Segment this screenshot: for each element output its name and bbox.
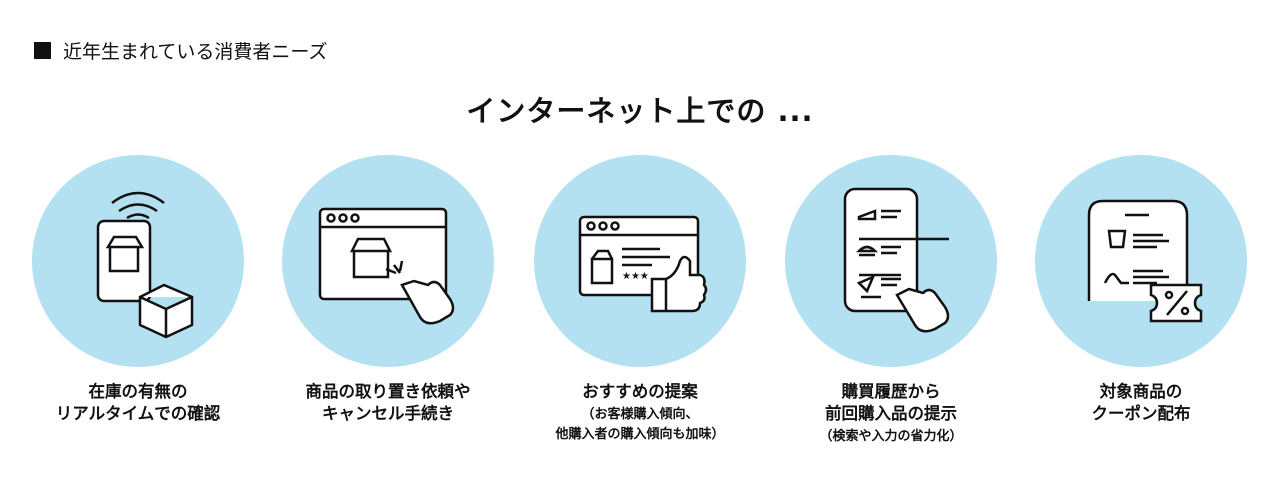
item-sublabel: （検索や入力の省力化） <box>819 429 963 444</box>
svg-text:★★★: ★★★ <box>622 271 649 282</box>
need-item-coupon: 対象商品の クーポン配布 <box>1016 155 1266 425</box>
need-item-purchase-history: 購買履歴から 前回購入品の提示 （検索や入力の省力化） <box>766 155 1016 447</box>
item-label: 商品の取り置き依頼や キャンセル手続き <box>305 382 471 423</box>
item-label: おすすめの提案 <box>582 382 698 401</box>
square-bullet-icon <box>34 42 51 59</box>
item-sublabel: （お客様購入傾向、 他購入者の購入傾向も加味） <box>555 407 725 442</box>
section-heading-text: 近年生まれている消費者ニーズ <box>63 41 328 63</box>
need-item-stock-check: 在庫の有無の リアルタイムでの確認 <box>13 155 263 425</box>
browser-store-click-icon <box>282 155 494 367</box>
item-label: 在庫の有無の リアルタイムでの確認 <box>55 382 221 423</box>
section-heading: 近年生まれている消費者ニーズ <box>34 37 327 64</box>
smartphone-history-tap-icon <box>785 155 997 367</box>
need-item-reservation: 商品の取り置き依頼や キャンセル手続き <box>263 155 513 425</box>
need-item-recommendation: ★★★ おすすめの提案 （お客様購入傾向、 他購入者の購入傾向も加味） <box>515 155 765 445</box>
receipt-coupon-icon <box>1035 155 1247 367</box>
item-label: 購買履歴から 前回購入品の提示 <box>825 382 957 423</box>
browser-thumbs-up-icon: ★★★ <box>534 155 746 367</box>
page-title: インターネット上での ... <box>466 94 814 128</box>
item-label: 対象商品の クーポン配布 <box>1091 382 1191 423</box>
smartphone-store-icon <box>32 155 244 367</box>
